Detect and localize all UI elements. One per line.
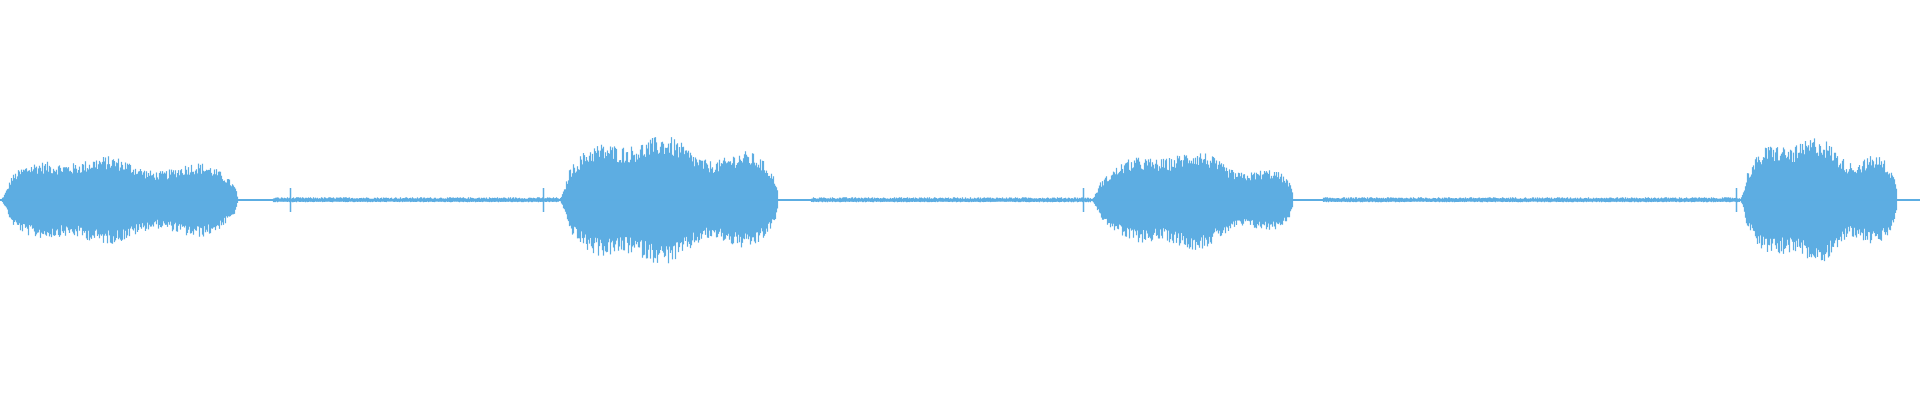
waveform-graphic <box>0 137 1920 264</box>
